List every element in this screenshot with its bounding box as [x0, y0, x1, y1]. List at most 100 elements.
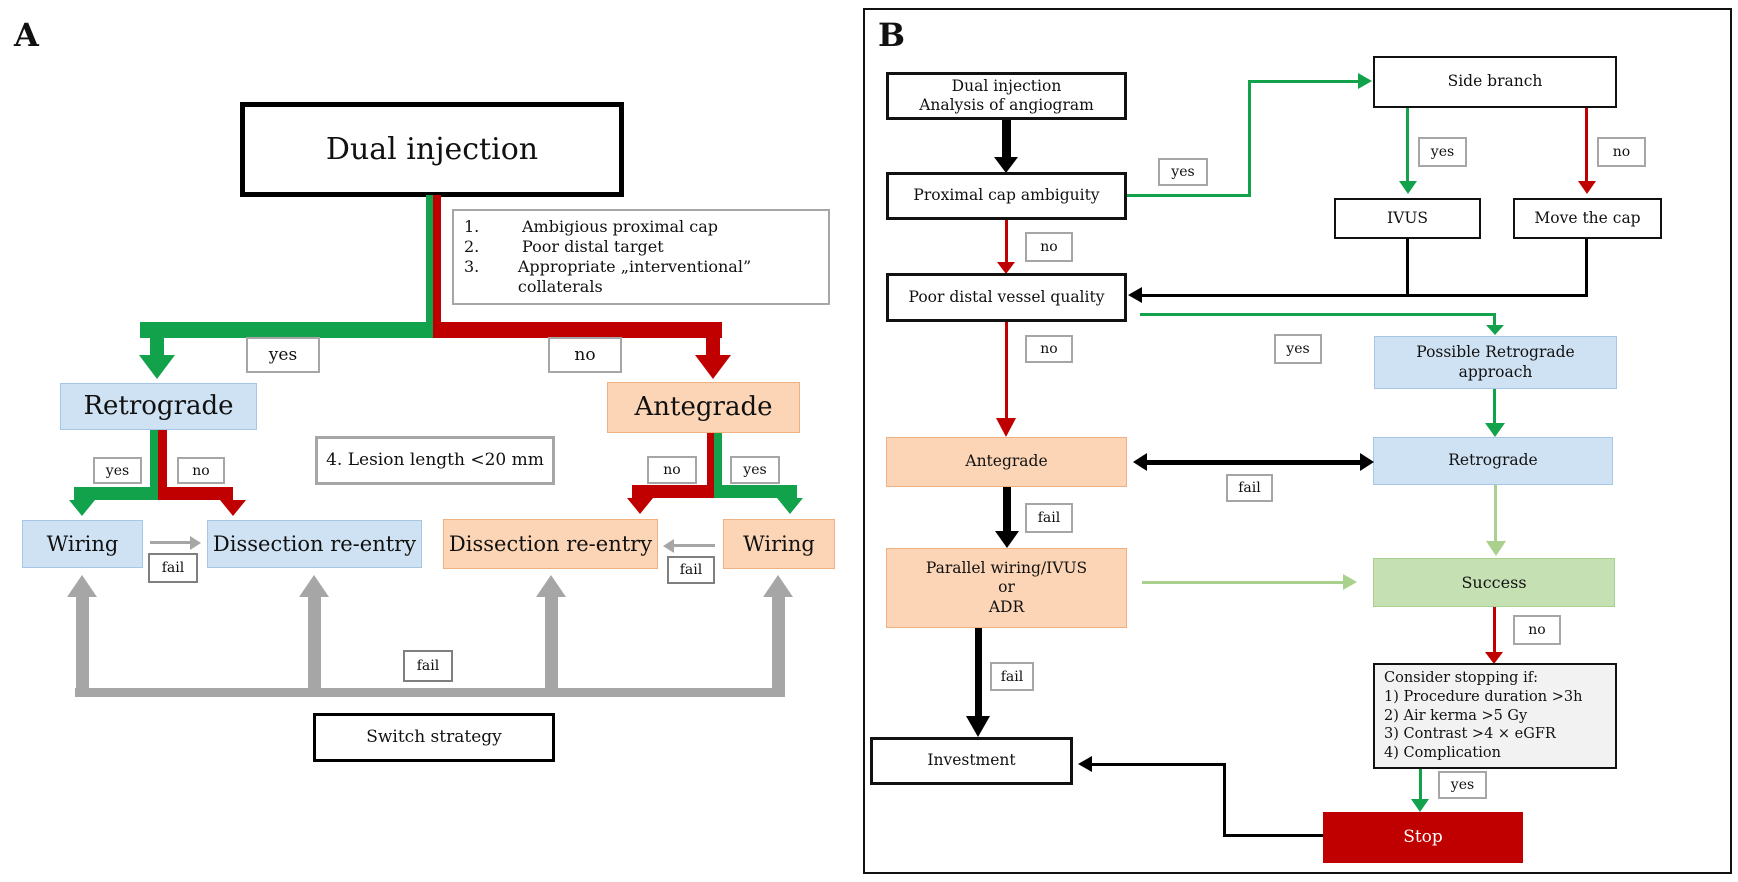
node-switch-strategy: Switch strategy — [313, 713, 555, 762]
criteria-number: 1. — [464, 217, 480, 236]
label-fail-double: fail — [1226, 474, 1273, 502]
label-no-poor-distal: no — [1025, 335, 1073, 363]
arrow-ante-parallel-shaft — [1003, 487, 1011, 531]
arrow-no-dissection-left-head — [220, 500, 246, 516]
arrow-yes-wiring-left-head — [69, 500, 95, 516]
connector-dual-split-red — [433, 195, 441, 328]
criteria-text: Poor distal target — [522, 237, 664, 256]
node-proximal-cap: Proximal cap ambiguity — [886, 172, 1127, 220]
green-yes-head — [1486, 325, 1504, 335]
node-possible-retro-line1: Possible Retrograde — [1416, 343, 1575, 362]
arrow-success-consider-shaft — [1493, 607, 1496, 652]
arrow-prox-poor-head — [997, 262, 1015, 274]
node-parallel-line2: or — [998, 578, 1015, 597]
consider-item-2: 2) Air kerma >5 Gy — [1384, 707, 1528, 724]
join-arrow-head — [1128, 287, 1142, 303]
label-fail-parallel: fail — [990, 662, 1034, 691]
stop-investment-vertical — [1223, 763, 1226, 837]
join-move-vertical — [1585, 239, 1588, 297]
split-bar-green — [140, 322, 433, 338]
node-dual-injection-b-line1: Dual injection — [951, 76, 1062, 95]
ante-sub-bar-red — [632, 485, 714, 498]
fail-arrow-right-head — [663, 539, 674, 553]
double-arrow-shaft — [1147, 460, 1360, 465]
label-yes-poor-distal: yes — [1274, 334, 1322, 364]
green-yes-elbow — [1493, 313, 1496, 325]
stop-investment-h1 — [1092, 763, 1226, 766]
arrow-sb-ivus-head — [1399, 181, 1417, 194]
node-antegrade-b: Antegrade — [886, 437, 1127, 487]
consider-stopping-box: Consider stopping if: 1) Procedure durat… — [1373, 663, 1617, 769]
node-wiring-left: Wiring — [22, 520, 143, 568]
arrow-consider-stop-head — [1411, 799, 1429, 812]
green-yes-horizontal — [1140, 313, 1496, 316]
criteria-text: Ambigious proximal cap — [522, 217, 718, 236]
ante-sub-vertical-red — [707, 433, 714, 485]
stop-investment-h2 — [1223, 834, 1323, 837]
node-retrograde-b: Retrograde — [1373, 437, 1613, 485]
arrow-possible-retro-head — [1485, 423, 1505, 437]
arrow-no-antegrade-shaft — [706, 338, 720, 355]
node-side-branch: Side branch — [1373, 56, 1617, 108]
arrow-yes-retrograde-head — [139, 355, 175, 379]
arrow-retro-success-head — [1486, 541, 1506, 556]
split-bar-red — [433, 322, 722, 338]
label-yes-consider: yes — [1438, 771, 1487, 799]
arrow-poor-ante-shaft — [1005, 322, 1008, 418]
arrow-yes-wiring-right-head — [777, 498, 803, 514]
node-possible-retro-line2: approach — [1458, 362, 1533, 381]
up-arrow-4-head — [763, 575, 793, 597]
green-path-riser — [1248, 80, 1251, 197]
label-yes-main: yes — [246, 337, 320, 373]
node-dissection-left: Dissection re-entry — [207, 520, 422, 568]
green-path-h1 — [1127, 194, 1250, 197]
criteria-item: 1. Ambigious proximal cap — [464, 217, 718, 237]
criteria-item: 2. Poor distal target — [464, 237, 664, 257]
node-investment: Investment — [870, 737, 1073, 785]
join-ivus-vertical — [1406, 239, 1409, 297]
up-arrow-3-head — [536, 575, 566, 597]
up-arrow-1-shaft — [76, 597, 89, 688]
label-fail-left-pair: fail — [148, 553, 198, 583]
fail-arrow-left-head — [190, 536, 201, 550]
arrow-yes-retrograde-shaft — [150, 338, 164, 355]
criteria-text: Appropriate „interventional” collaterals — [517, 257, 752, 296]
label-fail-switch: fail — [403, 650, 453, 682]
retro-sub-bar-red — [158, 487, 233, 500]
switch-bus-line — [75, 688, 785, 697]
green-path-head — [1358, 73, 1372, 89]
arrow-parallel-investment-head — [966, 716, 990, 737]
node-antegrade-a: Antegrade — [607, 382, 800, 433]
lesion-length-note: 4. Lesion length <20 mm — [315, 436, 555, 485]
arrow-parallel-success-head — [1343, 574, 1357, 590]
node-dual-injection-b-line2: Analysis of angiogram — [919, 96, 1094, 114]
node-possible-retro: Possible Retrograde approach — [1374, 336, 1617, 389]
criteria-item: 3.Appropriate „interventional” collatera… — [464, 257, 818, 297]
arrow-ante-parallel-head — [995, 531, 1019, 548]
stop-investment-head — [1078, 756, 1092, 772]
label-no-proximal: no — [1025, 232, 1073, 262]
retro-sub-bar-green — [74, 487, 158, 500]
label-yes-retro-sub: yes — [93, 457, 142, 484]
double-arrow-right-head — [1360, 453, 1374, 471]
node-dissection-right: Dissection re-entry — [443, 519, 658, 569]
arrow-parallel-success-shaft — [1142, 581, 1343, 584]
ante-sub-vertical-green — [714, 433, 722, 485]
node-dual-injection-a: Dual injection — [240, 102, 624, 197]
arrow-prox-poor-shaft — [1005, 220, 1008, 262]
consider-item-3: 3) Contrast >4 × eGFR — [1384, 726, 1556, 743]
fail-arrow-left-shaft — [150, 541, 190, 544]
node-ivus: IVUS — [1334, 198, 1481, 239]
arrow-retro-success-shaft — [1494, 485, 1497, 541]
label-no-main: no — [548, 337, 622, 373]
arrow-sb-move-head — [1578, 181, 1596, 194]
consider-title: Consider stopping if: — [1384, 669, 1538, 686]
label-yes-ante-sub: yes — [730, 456, 780, 484]
node-retrograde-a: Retrograde — [60, 383, 257, 430]
criteria-number: 2. — [464, 237, 480, 256]
retro-sub-vertical-red — [158, 430, 167, 487]
arrow-success-consider-head — [1485, 652, 1503, 664]
label-no-side-branch: no — [1597, 137, 1646, 167]
green-path-h2 — [1248, 80, 1358, 83]
